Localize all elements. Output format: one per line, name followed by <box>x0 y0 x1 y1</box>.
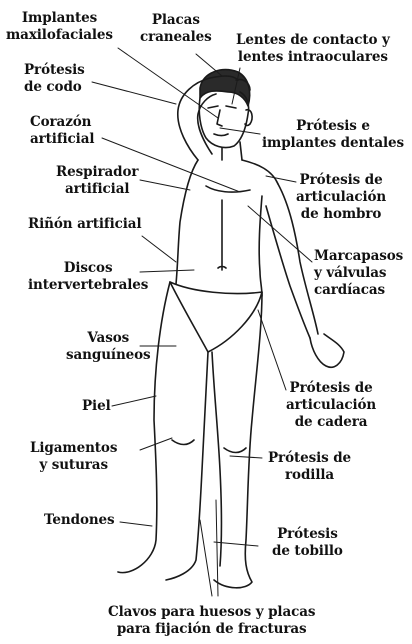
leg-right-outer <box>118 282 170 573</box>
label-protesis-codo: Prótesis de codo <box>24 62 85 96</box>
leader-protesis-codo <box>92 82 176 104</box>
label-discos-intervertebrales: Discos intervertebrales <box>28 260 148 294</box>
leader-clavos-1 <box>200 520 212 596</box>
label-rinon-artificial: Riñón artificial <box>28 216 141 233</box>
leader-respirador <box>140 180 190 190</box>
label-corazon-artificial: Corazón artificial <box>30 114 94 148</box>
label-lentes: Lentes de contacto y lentes intraoculare… <box>236 32 390 66</box>
knee-left <box>224 448 246 453</box>
leader-placas-craneales <box>196 54 222 76</box>
face-eyes <box>208 106 236 108</box>
label-ligamentos-suturas: Ligamentos y suturas <box>30 440 117 474</box>
briefs <box>170 282 262 352</box>
leader-protesis-dentales <box>220 128 260 134</box>
leader-piel <box>112 396 156 406</box>
label-piel: Piel <box>82 398 111 415</box>
label-placas-craneales: Placas craneales <box>140 12 212 46</box>
torso-right-side <box>259 196 262 296</box>
leader-protesis-cadera <box>258 310 286 390</box>
label-protesis-hombro: Prótesis de articulación de hombro <box>296 172 386 223</box>
shoulder-right <box>242 160 278 184</box>
label-protesis-rodilla: Prótesis de rodilla <box>268 450 351 484</box>
label-vasos-sanguineos: Vasos sanguíneos <box>66 330 151 364</box>
torso-left-side <box>176 160 198 284</box>
head-outline <box>199 92 248 148</box>
label-protesis-cadera: Prótesis de articulación de cadera <box>286 380 376 431</box>
hanging-arm-inner <box>266 206 310 338</box>
leader-protesis-hombro <box>266 176 296 182</box>
label-implantes-maxilofaciales: Implantes maxilofaciales <box>6 10 113 44</box>
label-protesis-dentales: Prótesis e implantes dentales <box>262 118 404 152</box>
label-tendones: Tendones <box>44 512 115 529</box>
face-nose-mouth <box>214 110 228 136</box>
hanging-hand <box>310 334 344 367</box>
leg-right-inner <box>166 352 208 580</box>
label-clavos-placas: Clavos para huesos y placas para fijació… <box>108 604 315 638</box>
label-marcapasos: Marcapasos y válvulas cardíacas <box>314 248 403 299</box>
hair <box>200 70 250 106</box>
leader-protesis-rodilla <box>230 456 262 458</box>
leader-tendones <box>120 522 152 526</box>
label-respirador-artificial: Respirador artificial <box>56 164 138 198</box>
knee-right <box>172 440 194 445</box>
neck <box>222 142 242 160</box>
leader-rinon <box>142 236 176 262</box>
label-protesis-tobillo: Prótesis de tobillo <box>272 526 343 560</box>
